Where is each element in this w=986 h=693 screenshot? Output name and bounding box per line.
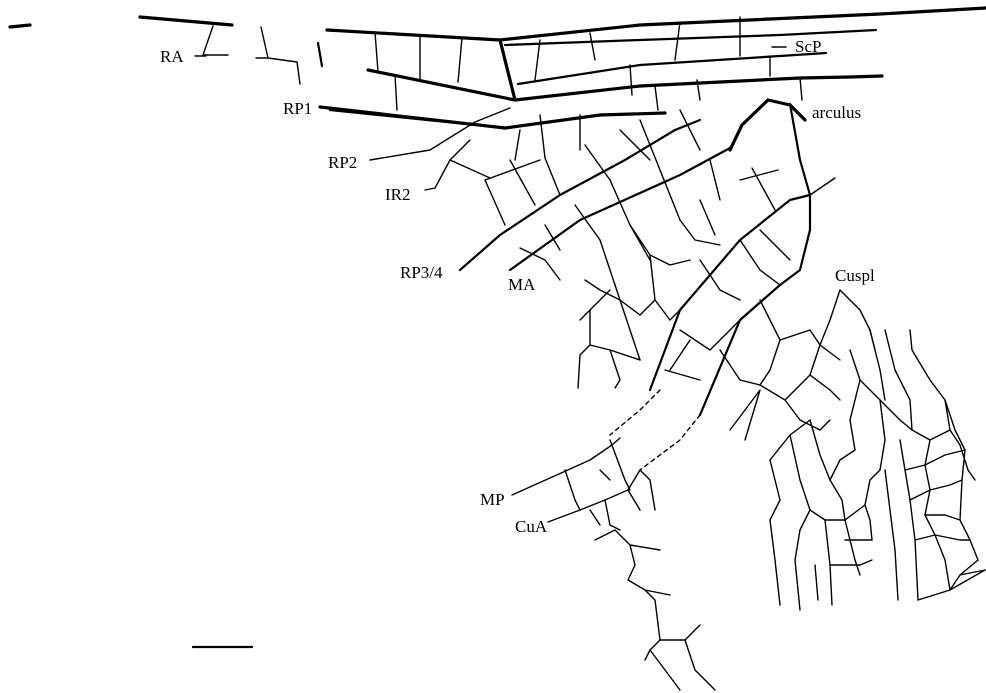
label-ra: RA (160, 47, 184, 66)
ma-lower-vein (650, 195, 810, 390)
label-leaders (195, 47, 786, 56)
label-cua: CuA (515, 517, 548, 536)
label-rp1: RP1 (283, 99, 312, 118)
label-rp2: RP2 (328, 153, 357, 172)
label-rp34: RP3/4 (400, 263, 443, 282)
distal-cells (770, 330, 985, 610)
label-mp: MP (480, 490, 505, 509)
label-cuspl: Cuspl (835, 266, 875, 285)
rp1-vein (368, 70, 882, 100)
label-arculus: arculus (812, 103, 861, 122)
mp-vein (512, 438, 620, 495)
costal-margin-vein (327, 8, 986, 40)
ma-vein (510, 148, 730, 270)
posterior-field (512, 390, 715, 690)
label-scp: ScP (795, 37, 821, 56)
cua-vein (548, 470, 640, 522)
label-ma: MA (508, 275, 536, 294)
median-cells (520, 175, 870, 440)
label-ir2: IR2 (385, 185, 411, 204)
rp1-lower-vein (320, 107, 665, 128)
